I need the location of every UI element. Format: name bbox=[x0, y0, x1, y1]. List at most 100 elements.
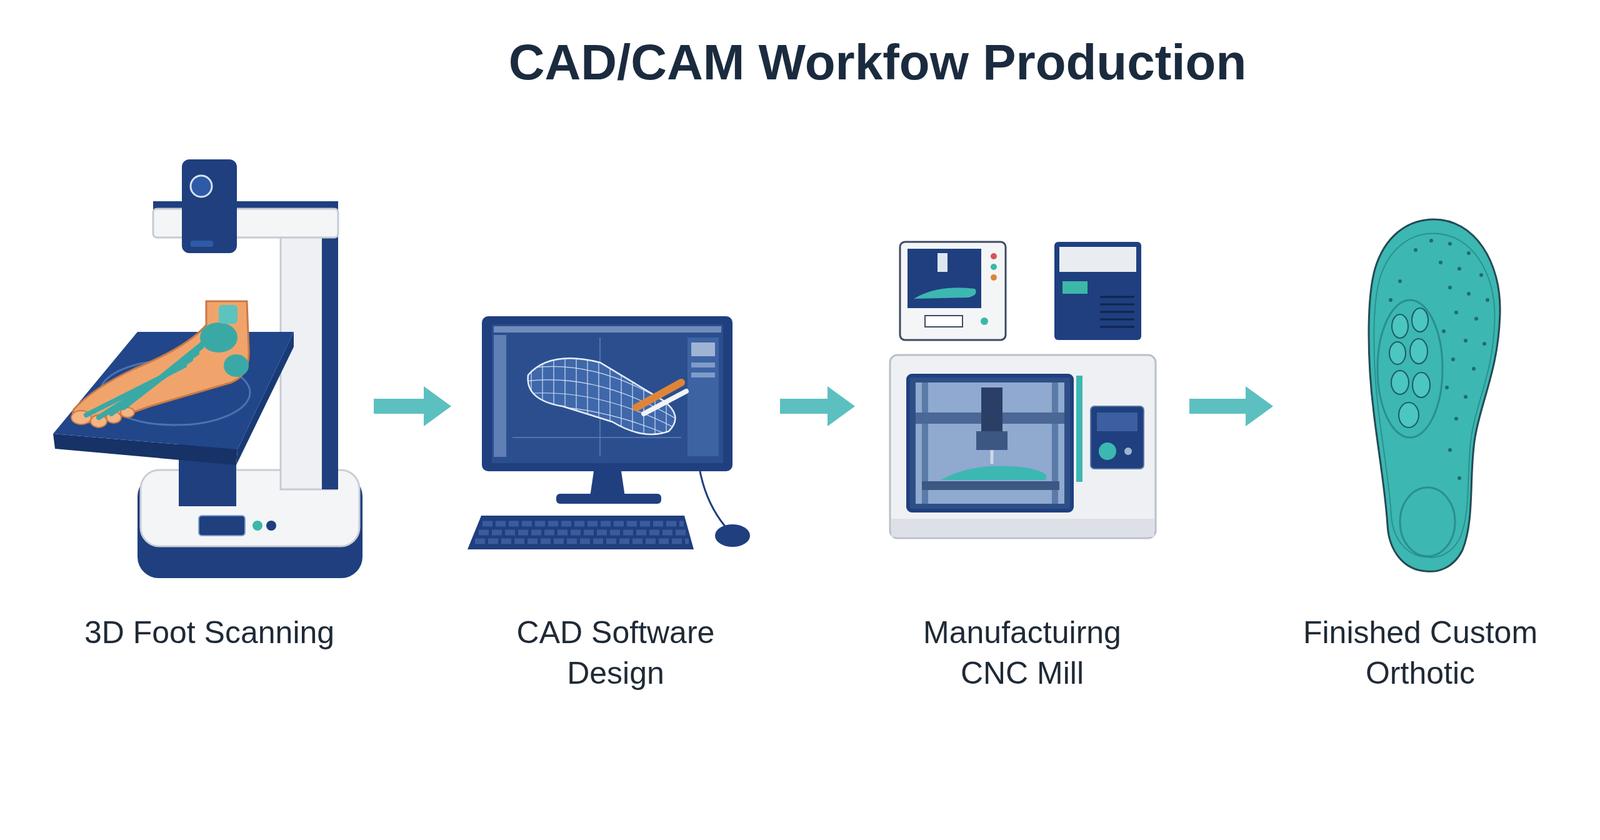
perforation bbox=[1454, 416, 1459, 421]
process-stage: Manufactuirng CNC Mill bbox=[860, 150, 1185, 702]
caption-holder: 3D Foot Scanning bbox=[50, 612, 369, 654]
caption-holder: CAD Software Design bbox=[456, 612, 775, 694]
support-pad bbox=[1412, 372, 1430, 398]
support-pad bbox=[1410, 338, 1428, 364]
perforation bbox=[1448, 285, 1452, 290]
mesh-line bbox=[598, 350, 599, 444]
vent-grille bbox=[1100, 296, 1135, 327]
cnc-monitor-slot bbox=[925, 315, 963, 327]
perforation bbox=[1451, 357, 1455, 362]
screen-thumbnail bbox=[691, 342, 715, 357]
perforation bbox=[1474, 316, 1479, 321]
control-unit-display bbox=[1062, 281, 1088, 294]
screen-spindle bbox=[937, 253, 948, 272]
perforation bbox=[1454, 310, 1459, 315]
caption-holder: Finished Custom Orthotic bbox=[1278, 612, 1563, 694]
custom-orthotic bbox=[1368, 219, 1500, 572]
mouse-cable bbox=[700, 471, 725, 527]
control-unit-top bbox=[1059, 246, 1137, 272]
key-row bbox=[478, 530, 687, 536]
perforations bbox=[1388, 238, 1490, 480]
scanned-foot bbox=[72, 301, 249, 423]
support-pad bbox=[1391, 314, 1409, 339]
control-panel bbox=[198, 515, 245, 536]
process-stage: CAD Software Design bbox=[456, 150, 775, 702]
control-knob bbox=[1098, 442, 1117, 460]
monitor-foot bbox=[556, 493, 662, 504]
stage-caption: Finished Custom Orthotic bbox=[1283, 612, 1559, 694]
status-light bbox=[990, 263, 997, 270]
support-pad bbox=[1398, 402, 1419, 428]
mesh-line bbox=[665, 350, 667, 444]
vent-line bbox=[1100, 311, 1135, 314]
insole-body bbox=[1368, 219, 1500, 572]
screen-panel bbox=[687, 337, 719, 457]
perforation bbox=[1479, 273, 1484, 277]
flow-arrow bbox=[373, 398, 424, 414]
status-light bbox=[990, 253, 997, 260]
perforation bbox=[1482, 341, 1487, 346]
mesh-line bbox=[564, 350, 565, 444]
perforation bbox=[1466, 251, 1471, 255]
perforation bbox=[1398, 279, 1402, 284]
cnc-monitor-screen bbox=[907, 248, 982, 309]
perforation bbox=[1463, 395, 1468, 399]
perforation bbox=[1438, 260, 1443, 265]
stylus bbox=[643, 391, 687, 414]
mill-chamber bbox=[915, 382, 1065, 504]
screen-field bbox=[691, 372, 715, 378]
monitor-frame bbox=[481, 316, 733, 472]
perforation bbox=[1448, 448, 1452, 452]
panel-button bbox=[266, 520, 277, 531]
cutting-bit bbox=[990, 450, 994, 464]
mesh-line bbox=[553, 350, 554, 444]
perforation bbox=[1485, 298, 1490, 302]
mesh-line bbox=[609, 350, 610, 444]
monitor-screen bbox=[491, 324, 724, 464]
mill-control-panel bbox=[1090, 406, 1144, 469]
monitor-neck bbox=[590, 471, 625, 497]
foot-bones bbox=[86, 340, 207, 418]
camera-window bbox=[190, 240, 214, 247]
mesh-line bbox=[525, 380, 682, 422]
vent-line bbox=[1100, 318, 1135, 321]
cad-computer bbox=[467, 316, 750, 550]
perforation bbox=[1466, 291, 1471, 296]
spindle-head bbox=[976, 431, 1008, 450]
stage-caption: 3D Foot Scanning bbox=[53, 612, 366, 654]
mesh-line bbox=[620, 350, 622, 444]
vent-line bbox=[1100, 296, 1135, 299]
perforation bbox=[1463, 338, 1468, 343]
tarsal-bone bbox=[200, 322, 238, 353]
screen-menubar bbox=[493, 326, 722, 333]
screen-guide bbox=[512, 436, 682, 439]
mill-base bbox=[891, 518, 1155, 537]
stage-caption: CAD Software Design bbox=[496, 612, 735, 694]
pad-zone bbox=[1377, 300, 1443, 438]
screen-field bbox=[691, 362, 715, 368]
heel-cup bbox=[1400, 487, 1455, 557]
perforation bbox=[1457, 476, 1462, 480]
key-row bbox=[475, 538, 689, 545]
cnc-mill bbox=[890, 241, 1156, 539]
vent-line bbox=[1100, 326, 1135, 329]
mesh-line bbox=[643, 350, 644, 444]
perforation bbox=[1429, 238, 1434, 243]
scanner-camera bbox=[181, 159, 237, 254]
heel-bone bbox=[223, 354, 249, 377]
cnc-monitor bbox=[900, 241, 1006, 340]
mouse bbox=[715, 524, 750, 547]
mill-bed bbox=[921, 481, 1060, 490]
keyboard bbox=[467, 515, 694, 550]
camera-lens bbox=[190, 175, 212, 197]
insole-rim bbox=[1373, 233, 1495, 557]
diagram-title: CAD/CAM Workfow Production bbox=[377, 32, 1378, 93]
process-stage: Finished Custom Orthotic bbox=[1278, 150, 1563, 702]
control-unit bbox=[1054, 241, 1142, 340]
perforation bbox=[1457, 266, 1462, 271]
mesh-line bbox=[525, 406, 682, 441]
foot-scanner bbox=[53, 159, 363, 579]
ankle-bone bbox=[218, 305, 238, 324]
